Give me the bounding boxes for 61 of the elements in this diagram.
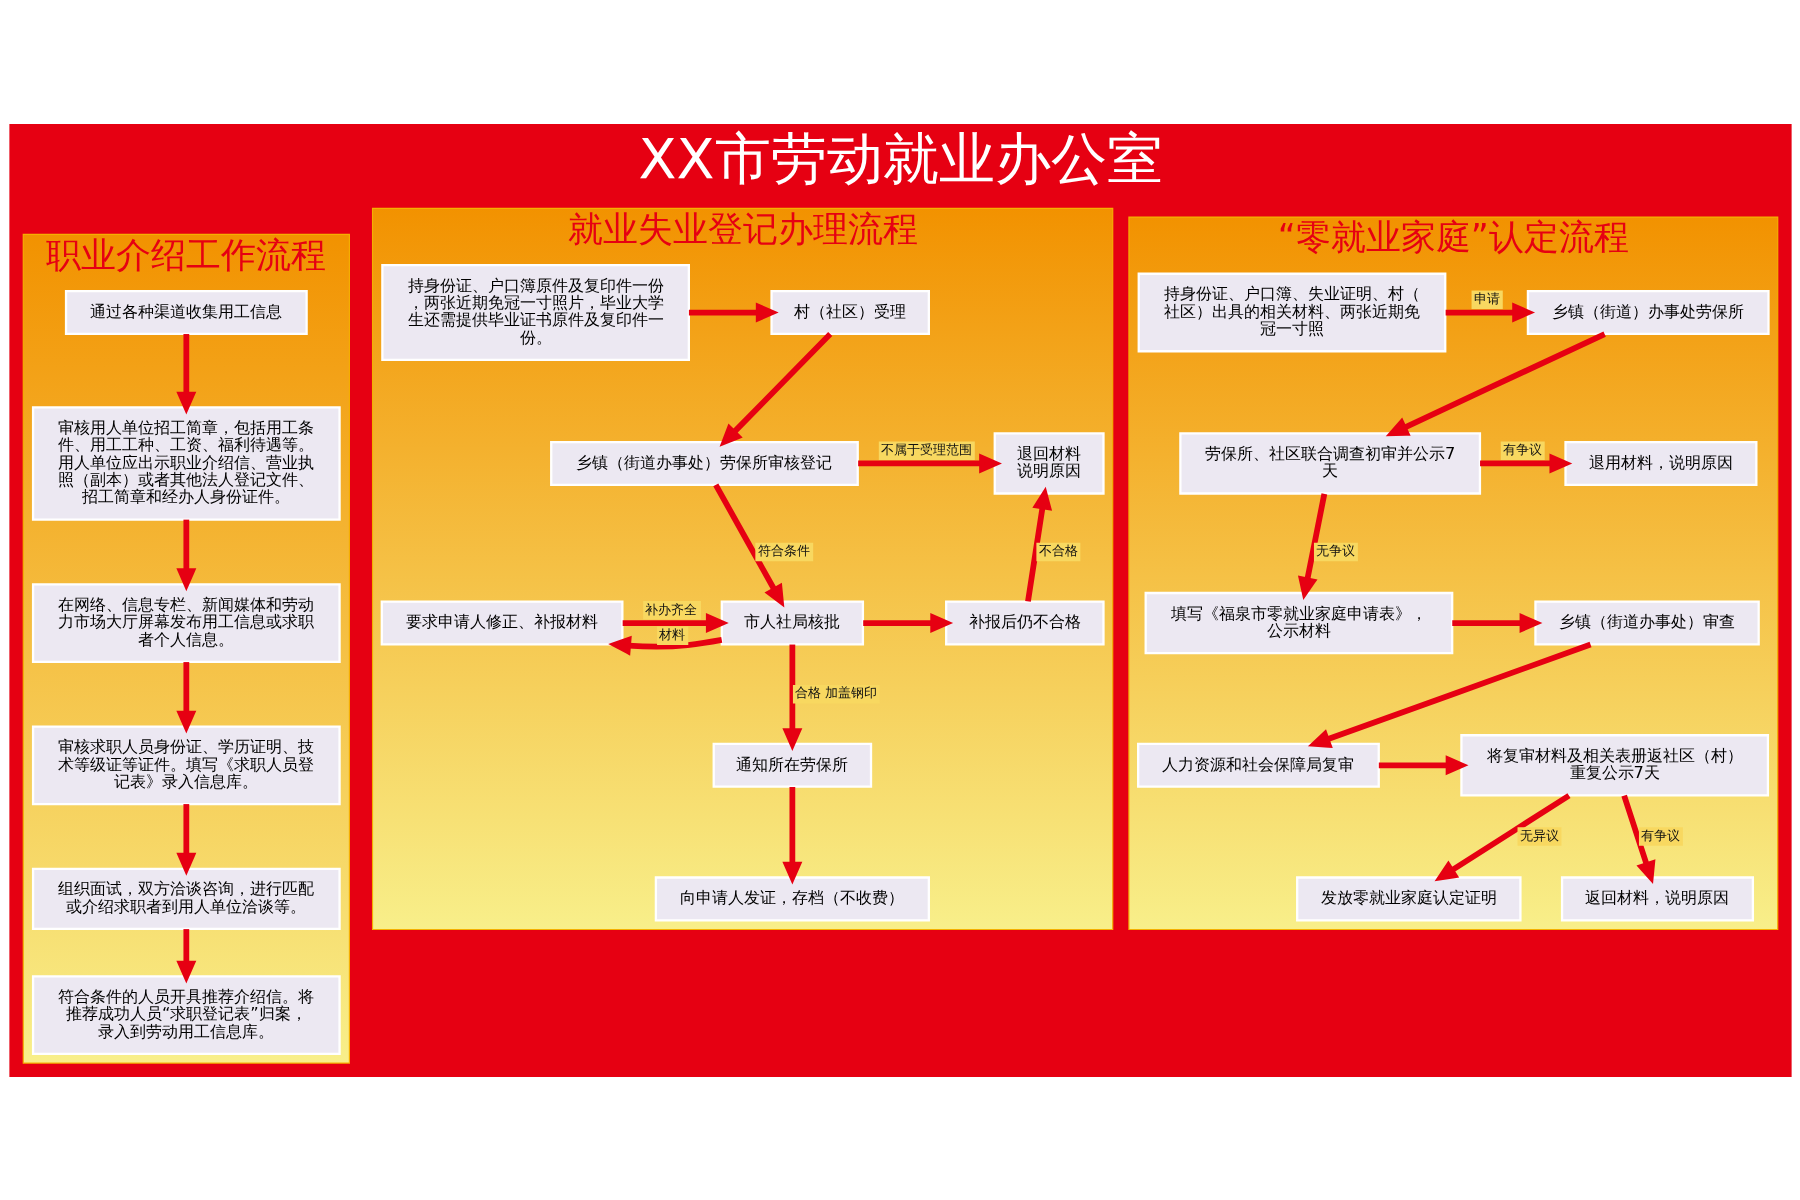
arrow [1620,794,1655,884]
arrow [622,612,729,633]
arrow [1434,792,1571,881]
node-box: 持身份证、户口簿、失业证明、村（社区）出具的相关材料、两张近期免冠一寸照 [1137,272,1446,352]
arrow [175,333,196,415]
node-box: 符合条件的人员开具推荐介绍信。将推荐成功人员“求职登记表”归案，录入到劳动用工信息库。 [31,974,341,1055]
node-box: 退回材料 说明原因 [993,431,1105,495]
edge-label: 申请 [1473,290,1500,306]
edge-label: 合格 加盖钢印 [794,684,877,700]
edge-label: 符合条件 [757,542,810,558]
node-box: 乡镇（街道）办事处劳保所 [1526,289,1770,335]
edge-label: 无异议 [1519,827,1559,843]
edge-label: 不属于受理范围 [880,441,972,457]
edge-label: 无争议 [1315,542,1355,558]
node-box: 返回材料，说明原因 [1560,875,1754,921]
edge-label: 有争议 [1640,827,1680,843]
arrow [1297,492,1327,600]
arrow [719,331,832,447]
arrow [1445,302,1535,322]
arrow [857,452,1002,473]
node-box: 劳保所、社区联合调查初审并公示7天 [1178,431,1481,495]
node-box: 人力资源和社会保障局复审 [1136,742,1380,788]
node-box: 市人社局核批 [720,600,864,646]
edge-label: 补办齐全 [644,601,697,617]
arrow [175,661,196,733]
arrow [862,612,953,633]
diagram-title: XX市劳动就业办公室 [637,125,1163,191]
node-box: 向申请人发证，存档（不收费） [654,875,930,921]
edge-label: 材料 [658,626,685,642]
node-box: 乡镇（街道办事处）审查 [1533,600,1760,646]
node-box: 审核求职人员身份证、学历证明、技术等级证等证件。填写《求职人员登记表》录入信息库。 [31,724,341,805]
arrow [1024,486,1052,602]
node-box: 组织面试，双方洽谈咨询，进行匹配或介绍求职者到用人单位洽谈等。 [31,867,341,930]
arrow [1479,452,1572,473]
edge-label: 有争议 [1502,441,1542,457]
node-box: 补报后仍不合格 [944,600,1105,646]
node-box: 在网络、信息专栏、新闻媒体和劳动力市场大厅屏幕发布用工信息或求职者个人信息。 [31,582,341,663]
arrow [1378,754,1468,775]
node-box: 通过各种渠道收集用工信息 [64,289,308,335]
node-box: 审核用人单位招工简章，包括用工条件、用工工种、工资、福利待遇等。用人单位应出示职业介绍信、营业执照（副本）或者其他法人登记文件、招工简章和经办人身份证件。 [31,405,341,521]
node-box: 村（社区）受理 [769,289,930,335]
edge-label: 不合格 [1038,542,1078,558]
arrow [781,644,802,751]
arrow [688,302,779,322]
node-box: 发放零就业家庭认定证明 [1295,875,1522,921]
arrow [175,519,196,591]
arrow [1307,641,1592,748]
node-box: 填写《福泉市零就业家庭申请表》，公示材料 [1144,591,1453,654]
node-box: 通知所在劳保所 [712,742,872,788]
arrow [175,803,196,876]
arrow [607,635,722,656]
node-box: 要求申请人修正、补报材料 [380,600,623,646]
arrow [712,482,784,608]
arrow [1451,612,1542,633]
arrow [175,928,196,984]
node-box: 乡镇（街道办事处）劳保所审核登记 [549,440,859,486]
arrow [1385,330,1606,436]
arrow [781,786,802,885]
node-box: 持身份证、户口簿原件及复印件一份，两张近期免冠一寸照片，毕业大学生还需提供毕业证书原件及复印件一份。 [380,263,690,361]
node-box: 将复审材料及相关表册返社区（村）重复公示7天 [1459,733,1769,797]
node-box: 退用材料，说明原因 [1563,440,1757,486]
